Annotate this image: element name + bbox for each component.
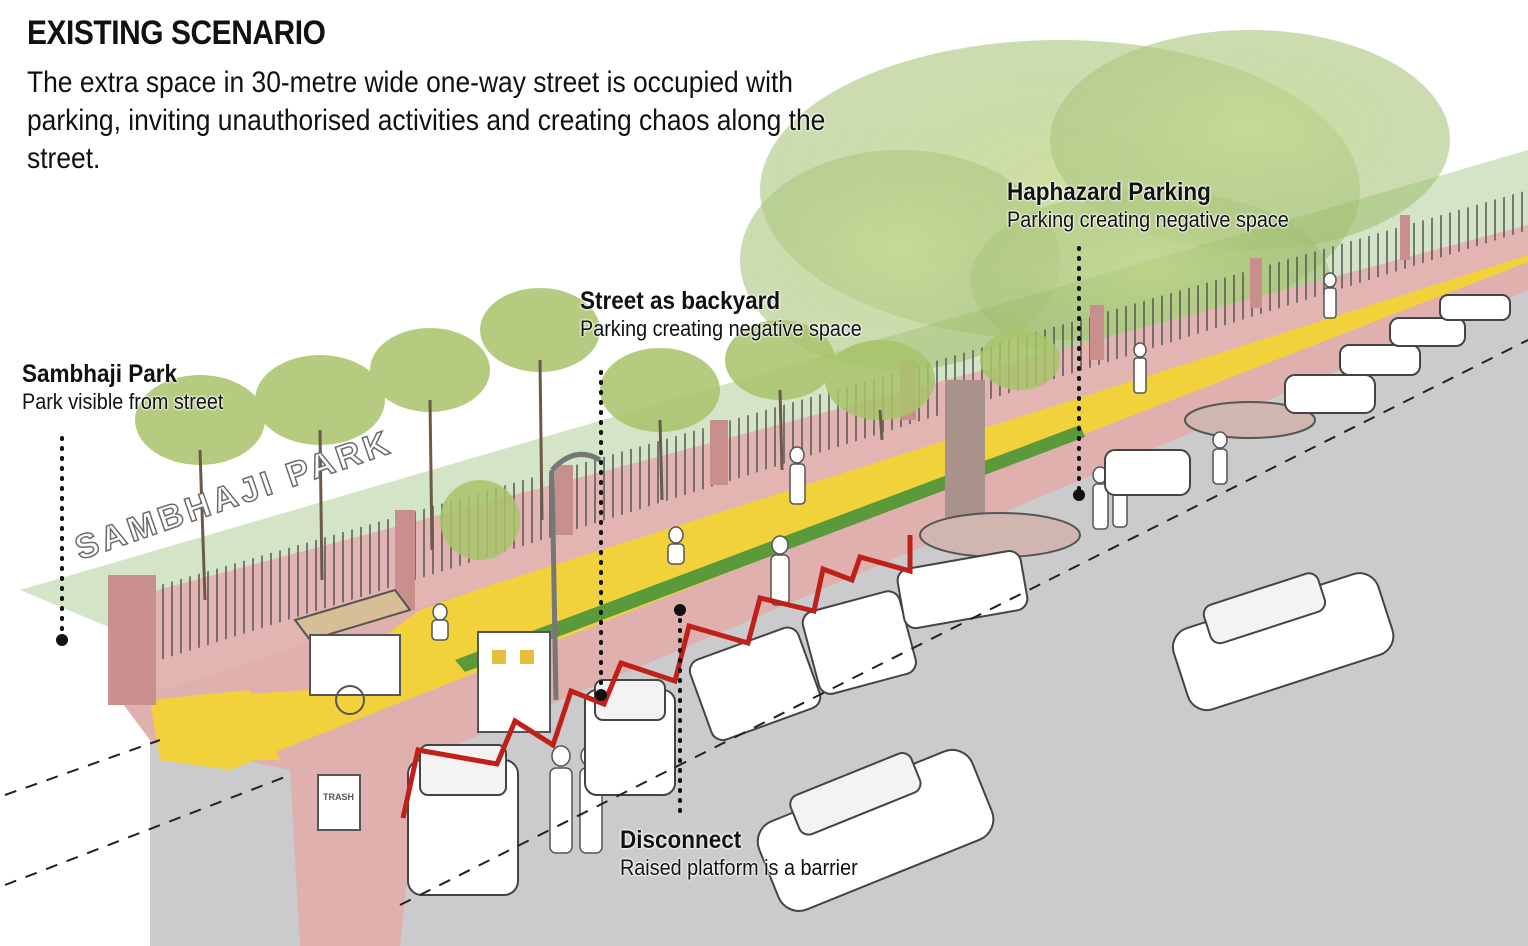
- callout-street-as-backyard: Street as backyard Parking creating nega…: [580, 287, 893, 342]
- car-6: [1104, 449, 1191, 496]
- big-tree-canopy: [740, 30, 1450, 370]
- callout-title: Haphazard Parking: [1007, 178, 1211, 206]
- park-boundary-wall: [120, 225, 1528, 700]
- street-lamp: [549, 451, 602, 701]
- parked-cars: [407, 294, 1511, 912]
- callout-text: Parking creating negative space: [1007, 207, 1289, 232]
- car-5: [896, 550, 1029, 630]
- svg-text:TRASH: TRASH: [323, 792, 354, 802]
- tree-row: [135, 288, 1060, 601]
- car-moving-1: [1171, 572, 1395, 712]
- disconnect-zigzag: [400, 535, 913, 819]
- car-4: [801, 590, 917, 695]
- page-title: EXISTING SCENARIO: [27, 14, 326, 52]
- car-2: [584, 679, 676, 796]
- dashed-lines: [4, 339, 1528, 906]
- callout-disconnect: Disconnect Raised platform is a barrier: [620, 826, 884, 881]
- callout-haphazard-parking: Haphazard Parking Parking creating negat…: [1007, 178, 1320, 233]
- intro-paragraph: The extra space in 30-metre wide one-way…: [27, 66, 826, 175]
- leader-lines: [60, 246, 1081, 817]
- car-10: [1439, 294, 1511, 321]
- electric-boxes: [477, 631, 551, 733]
- vendor-cart: [293, 588, 412, 715]
- car-moving-2: [756, 748, 995, 912]
- planter-strip: [455, 425, 1085, 672]
- car-1: [407, 744, 519, 896]
- car-3: [688, 626, 822, 742]
- car-8: [1339, 344, 1421, 376]
- car-7: [1284, 374, 1376, 414]
- platform-wall: [120, 250, 1528, 946]
- callout-title: Disconnect: [620, 826, 742, 854]
- callout-text: Park visible from street: [22, 389, 224, 414]
- callout-text: Raised platform is a barrier: [620, 855, 858, 880]
- footpath-lower: [150, 690, 280, 760]
- callout-sambhaji-park: Sambhaji Park Park visible from street: [22, 360, 246, 415]
- callout-text: Parking creating negative space: [580, 316, 862, 341]
- callout-title: Sambhaji Park: [22, 360, 178, 388]
- callout-title: Street as backyard: [580, 287, 781, 315]
- car-9: [1389, 317, 1466, 347]
- tree-platforms: [919, 401, 1316, 558]
- trash-bin: TRASH: [317, 774, 361, 831]
- leader-dots: [56, 489, 1085, 701]
